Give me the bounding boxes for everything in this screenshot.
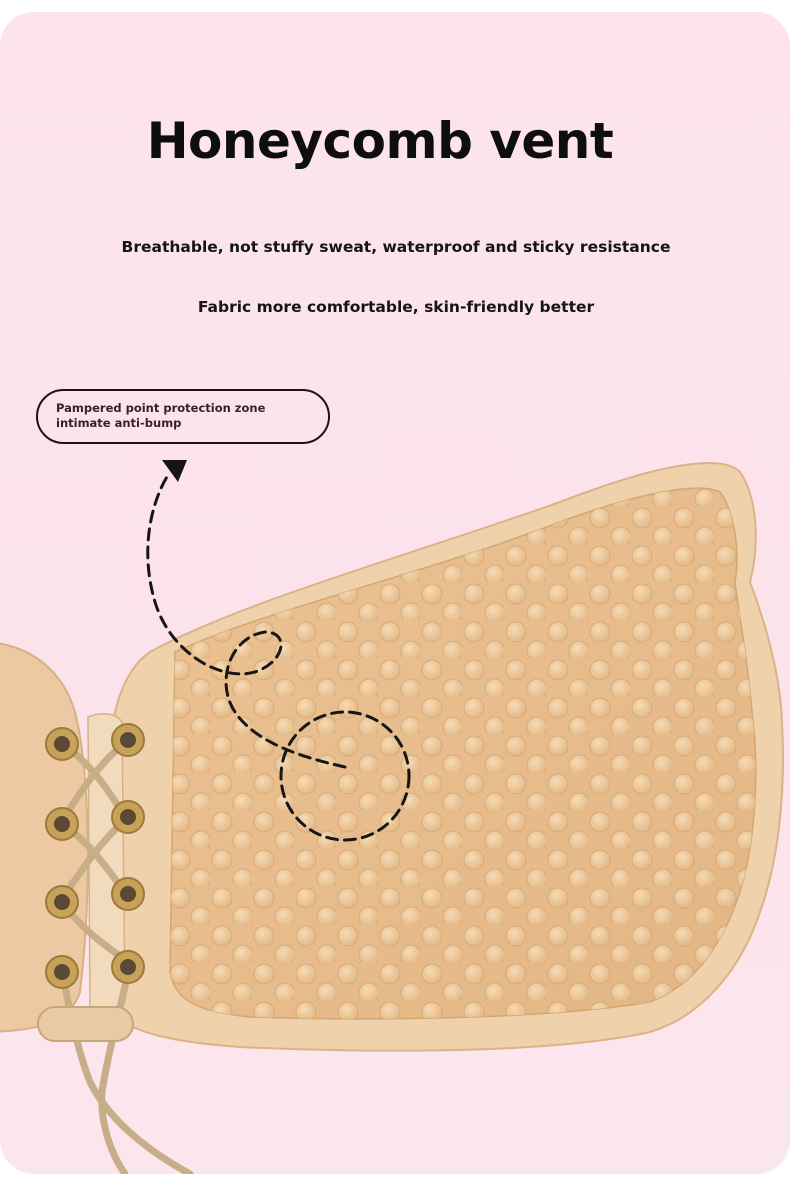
feature-line-breathable: Breathable, not stuffy sweat, waterproof… [121,238,671,256]
arrow-head-icon [162,460,187,482]
callout-line-1: Pampered point protection zone [56,401,266,415]
product-illustration [0,460,784,1174]
lace-eyelets [45,723,145,989]
callout-pointer [146,470,411,842]
honeycomb-vent-dots [170,488,756,1019]
cord-stopper [37,1006,134,1042]
callout-line-2: intimate anti-bump [56,416,182,430]
page-title: Honeycomb vent [146,112,614,170]
feature-line-comfortable: Fabric more comfortable, skin-friendly b… [197,298,595,316]
callout-bubble: Pampered point protection zone intimate … [36,389,330,444]
pink-background-card: Honeycomb vent Breathable, not stuffy sw… [0,12,790,1174]
